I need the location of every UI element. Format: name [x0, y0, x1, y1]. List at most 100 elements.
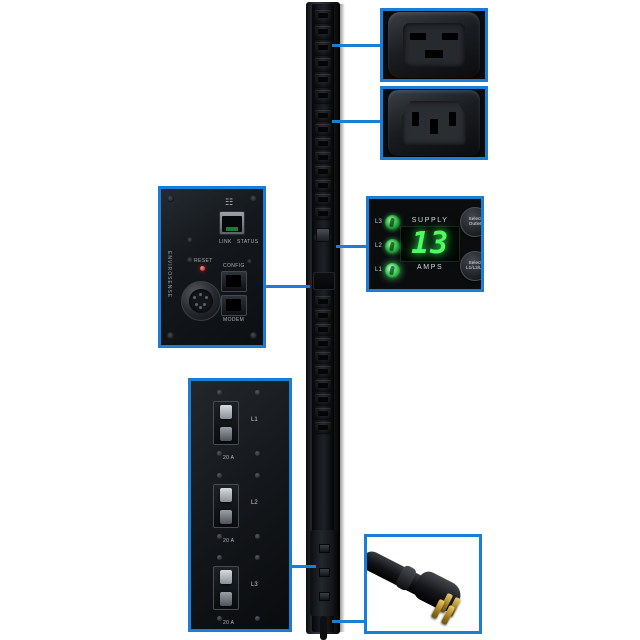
- network-icon: ☷: [225, 197, 234, 207]
- select-phase-line1: Select: [468, 260, 482, 266]
- panel-screw: [217, 555, 222, 561]
- meter-lcd: 13: [400, 226, 461, 262]
- pdu-outlet-c13[interactable]: [315, 366, 331, 377]
- config-port[interactable]: [221, 271, 247, 292]
- panel-screw: [167, 332, 174, 339]
- modem-label: MODEM: [223, 317, 245, 323]
- breaker-rating-l2: 20 A: [223, 537, 235, 544]
- select-outlet-line2: Outlet: [468, 221, 482, 226]
- panel-screw: [247, 259, 252, 264]
- meter-units-label: AMPS: [417, 264, 444, 271]
- phase-led-l3-lamp: [385, 214, 401, 230]
- pdu-outlet-c13[interactable]: [315, 166, 331, 177]
- c19-ground-slot: [425, 50, 443, 58]
- breaker-switch-l3[interactable]: [213, 566, 239, 611]
- pdu-breaker-block[interactable]: [310, 530, 338, 616]
- pdu-outlet-c19[interactable]: [315, 74, 331, 87]
- panel-screw: [255, 390, 260, 395]
- breaker-phase-l3: L3: [251, 582, 258, 589]
- link-label: LINK: [219, 239, 232, 245]
- reset-button[interactable]: [200, 266, 205, 271]
- breaker-switch-l2[interactable]: [213, 483, 239, 528]
- breaker-toggle-off: [220, 509, 232, 524]
- pdu-outlet-c13[interactable]: [315, 324, 331, 335]
- callout-line-network: [265, 285, 310, 288]
- pdu-outlet-c19[interactable]: [315, 26, 331, 39]
- pdu-outlet-c13[interactable]: [315, 380, 331, 391]
- panel-screw: [255, 616, 260, 622]
- panel-screw: [217, 533, 222, 539]
- meter-value: 13: [411, 226, 450, 261]
- callout-power-plug: 4-wire twist-lock input plug: [364, 534, 482, 634]
- meter-button-column: Select Outlet Select L1/L2/L3: [460, 207, 484, 281]
- pdu-outlet-c13[interactable]: [315, 194, 331, 205]
- ethernet-port-cavity: [222, 216, 242, 232]
- c13-line-slot: [412, 112, 419, 126]
- pdu-outlet-c19[interactable]: [315, 90, 331, 103]
- modem-port[interactable]: [221, 295, 247, 316]
- panel-screw: [217, 451, 222, 456]
- pdu-breaker-switch[interactable]: [319, 592, 330, 601]
- panel-screw: [255, 451, 260, 456]
- pdu-outlet-c13[interactable]: [315, 138, 331, 149]
- pdu-outlet-c13[interactable]: [315, 338, 331, 349]
- status-label: STATUS: [237, 239, 259, 245]
- pdu-outlet-c13[interactable]: [315, 152, 331, 163]
- phase-led-l1-label: L1: [375, 267, 383, 273]
- envirosense-label: ENVIROSENSE: [166, 251, 172, 299]
- pdu-outlet-c13[interactable]: [315, 352, 331, 363]
- panel-screw: [255, 472, 260, 478]
- select-outlet-button[interactable]: Select Outlet: [460, 207, 482, 237]
- c19-outlet-recess: [403, 23, 465, 67]
- phase-led-column: L3 L2 L1: [375, 211, 401, 278]
- select-phase-line2: L1/L2/L3: [466, 265, 484, 270]
- breaker-toggle-off: [220, 427, 232, 441]
- select-outlet-line1: Select: [468, 216, 482, 222]
- meter-supply-label: SUPPLY: [411, 217, 449, 224]
- pdu-outlet-c13[interactable]: [315, 208, 331, 219]
- c13-neutral-slot: [449, 112, 456, 126]
- select-phase-button[interactable]: Select L1/L2/L3: [460, 251, 484, 281]
- c13-ground-slot: [430, 119, 438, 134]
- callout-line-c13: [332, 120, 380, 123]
- pdu-outlet-c13[interactable]: [315, 110, 331, 121]
- panel-screw: [255, 533, 260, 539]
- pdu-outlet-c19[interactable]: [315, 10, 331, 23]
- pdu-outlet-c13[interactable]: [315, 124, 331, 135]
- pdu-outlet-c13[interactable]: [315, 310, 331, 321]
- breaker-phase-l2: L2: [251, 499, 258, 506]
- breaker-rating-l3: 20 A: [223, 620, 235, 627]
- pdu-outlet-c13[interactable]: [315, 408, 331, 419]
- panel-screw: [250, 332, 257, 339]
- pdu-breaker-switch[interactable]: [319, 568, 330, 577]
- ethernet-port[interactable]: [219, 211, 245, 235]
- breaker-switch-l1[interactable]: [213, 401, 239, 445]
- pdu-outlet-c13[interactable]: [315, 180, 331, 191]
- plug-label: 4-wire twist-lock input plug: [367, 631, 368, 632]
- breaker-toggle-on: [220, 487, 232, 502]
- panel-screw: [187, 257, 193, 263]
- breaker-phase-l1: L1: [251, 417, 258, 423]
- pdu-meter-display[interactable]: [313, 272, 335, 290]
- din-pin: [193, 296, 196, 299]
- pdu-outlet-c13[interactable]: [315, 422, 331, 433]
- din-pin: [203, 303, 206, 306]
- phase-led-l2: L2: [375, 238, 401, 254]
- din-pin: [205, 296, 208, 299]
- pdu-outlet-c13[interactable]: [315, 296, 331, 307]
- pdu-outlet-c19[interactable]: [315, 42, 331, 55]
- envirosense-port-core: [189, 289, 213, 313]
- breaker-rating-l1: 20 A: [223, 455, 235, 461]
- callout-line-breaker: [292, 565, 316, 568]
- pdu-network-port[interactable]: [316, 228, 330, 242]
- pdu-breaker-switch[interactable]: [319, 544, 330, 553]
- c13-outlet-face[interactable]: [388, 90, 480, 156]
- pdu-outlet-c19[interactable]: [315, 58, 331, 71]
- phase-led-l1: L1: [375, 262, 401, 278]
- phase-led-l2-lamp: [385, 238, 401, 254]
- envirosense-port[interactable]: [181, 281, 221, 321]
- c19-outlet-face[interactable]: [388, 12, 480, 78]
- meter-readout: SUPPLY 13 AMPS: [400, 217, 461, 271]
- panel-screw: [217, 390, 222, 395]
- pdu-outlet-c13[interactable]: [315, 394, 331, 405]
